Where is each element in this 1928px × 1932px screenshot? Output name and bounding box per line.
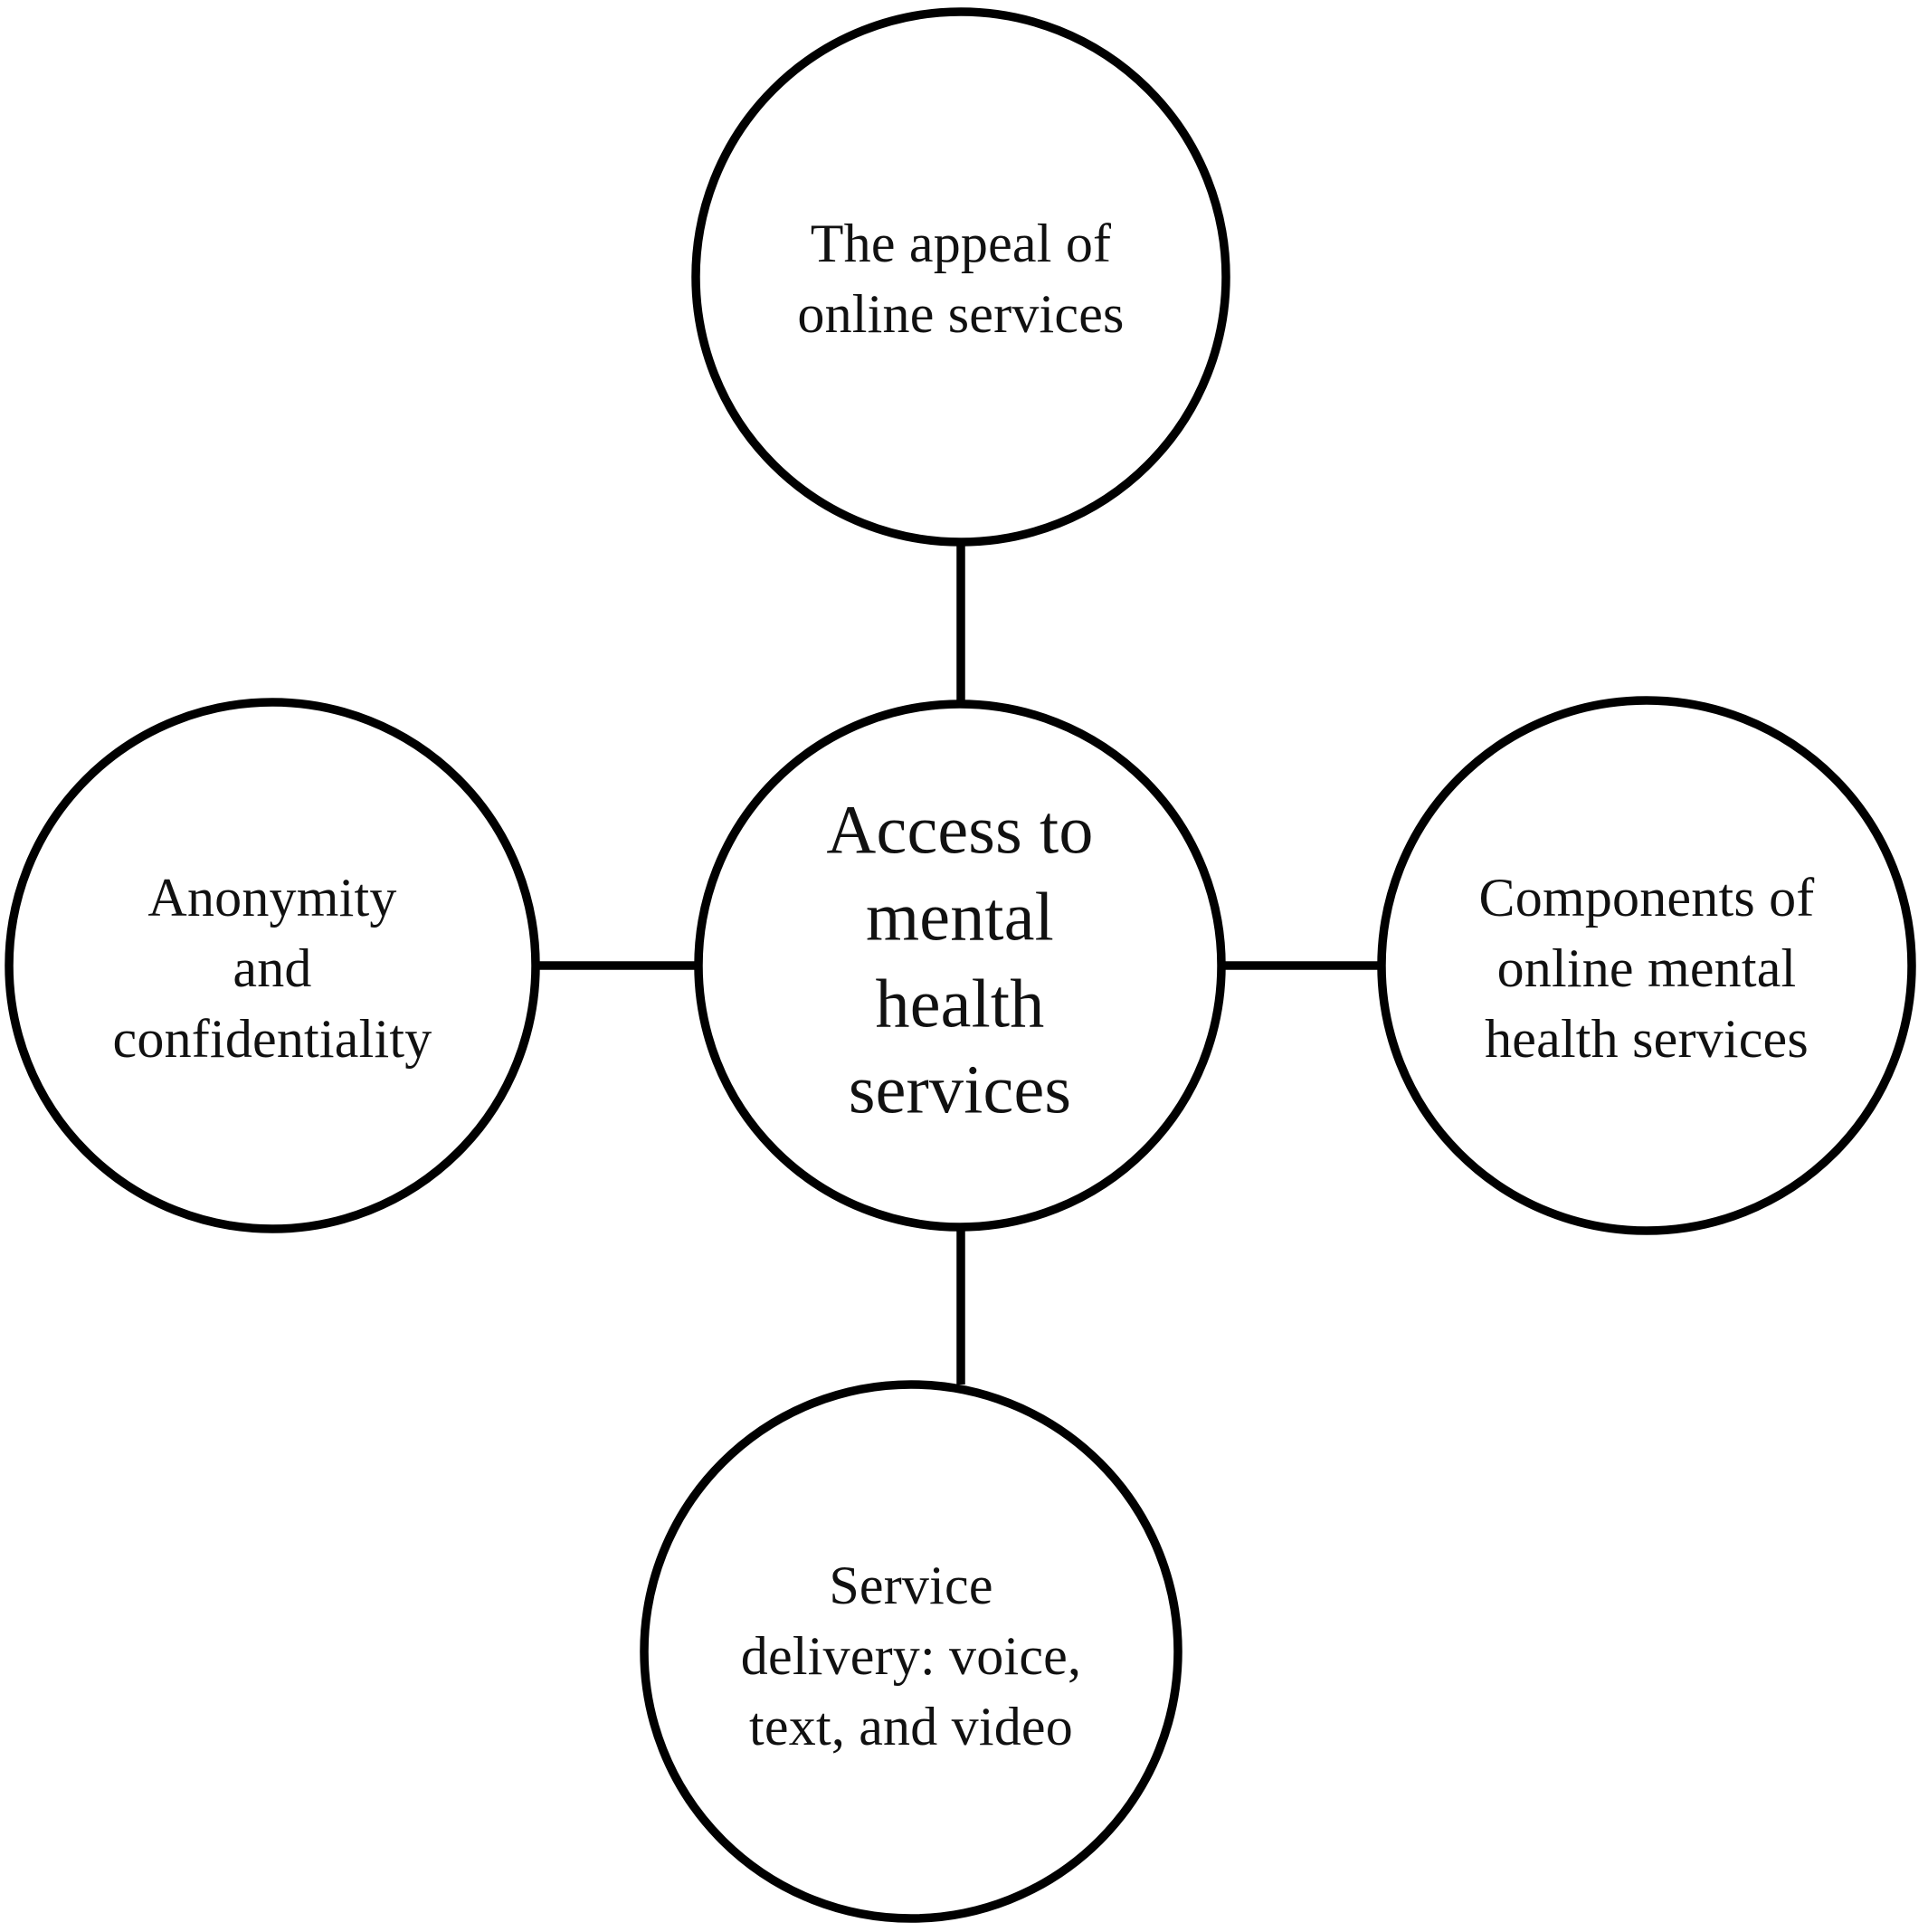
node-circle-right[interactable] xyxy=(1377,696,1916,1235)
node-circle-top[interactable] xyxy=(691,7,1230,547)
node-circle-bottom[interactable] xyxy=(640,1380,1182,1923)
node-circle-center[interactable] xyxy=(694,700,1226,1232)
node-circle-left[interactable] xyxy=(5,698,540,1233)
